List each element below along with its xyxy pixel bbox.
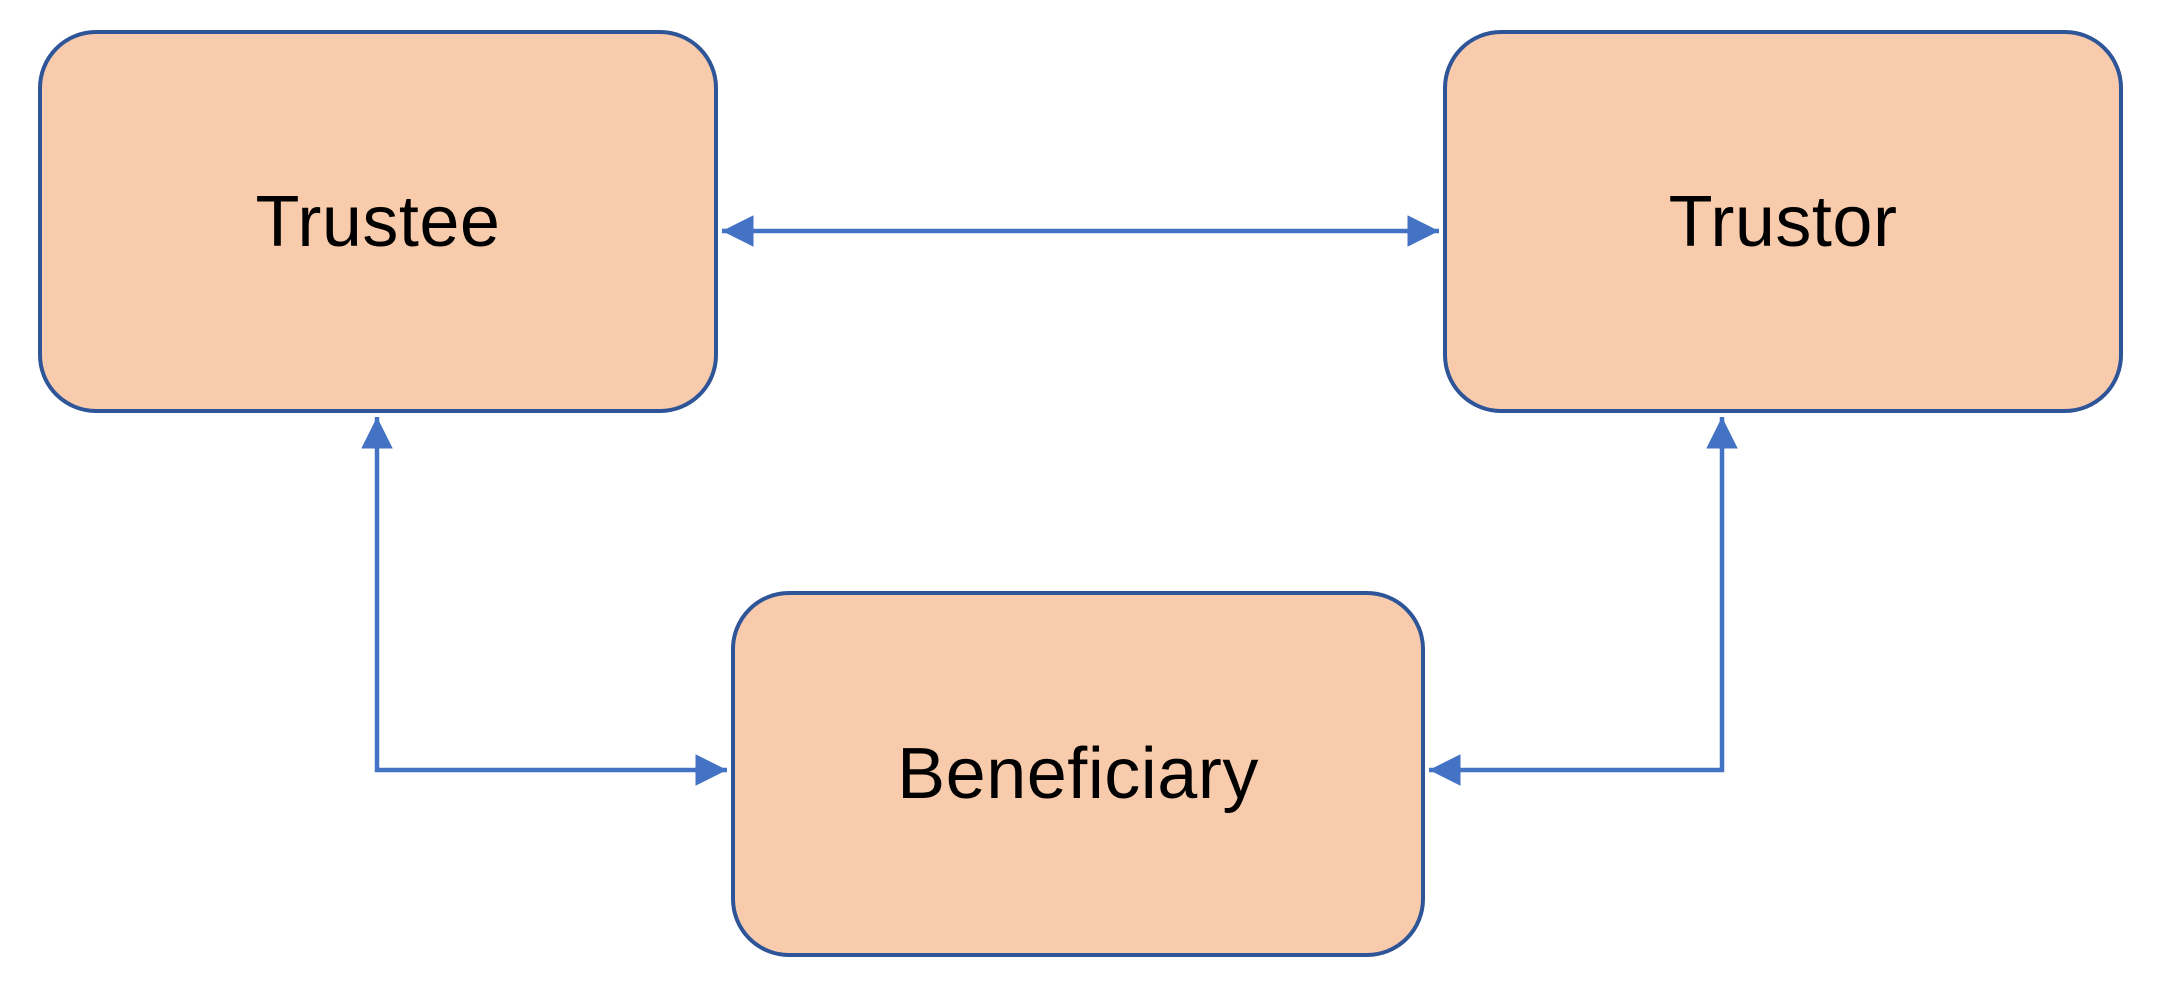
arrow-trustee-beneficiary xyxy=(361,417,727,786)
arrow-trustor-beneficiary xyxy=(1429,417,1738,786)
node-trustor: Trustor xyxy=(1443,30,2123,413)
node-beneficiary-label: Beneficiary xyxy=(897,734,1259,814)
node-trustee-label: Trustee xyxy=(255,181,501,262)
node-trustor-label: Trustor xyxy=(1668,181,1898,262)
node-beneficiary: Beneficiary xyxy=(731,591,1425,957)
node-trustee: Trustee xyxy=(38,30,718,413)
